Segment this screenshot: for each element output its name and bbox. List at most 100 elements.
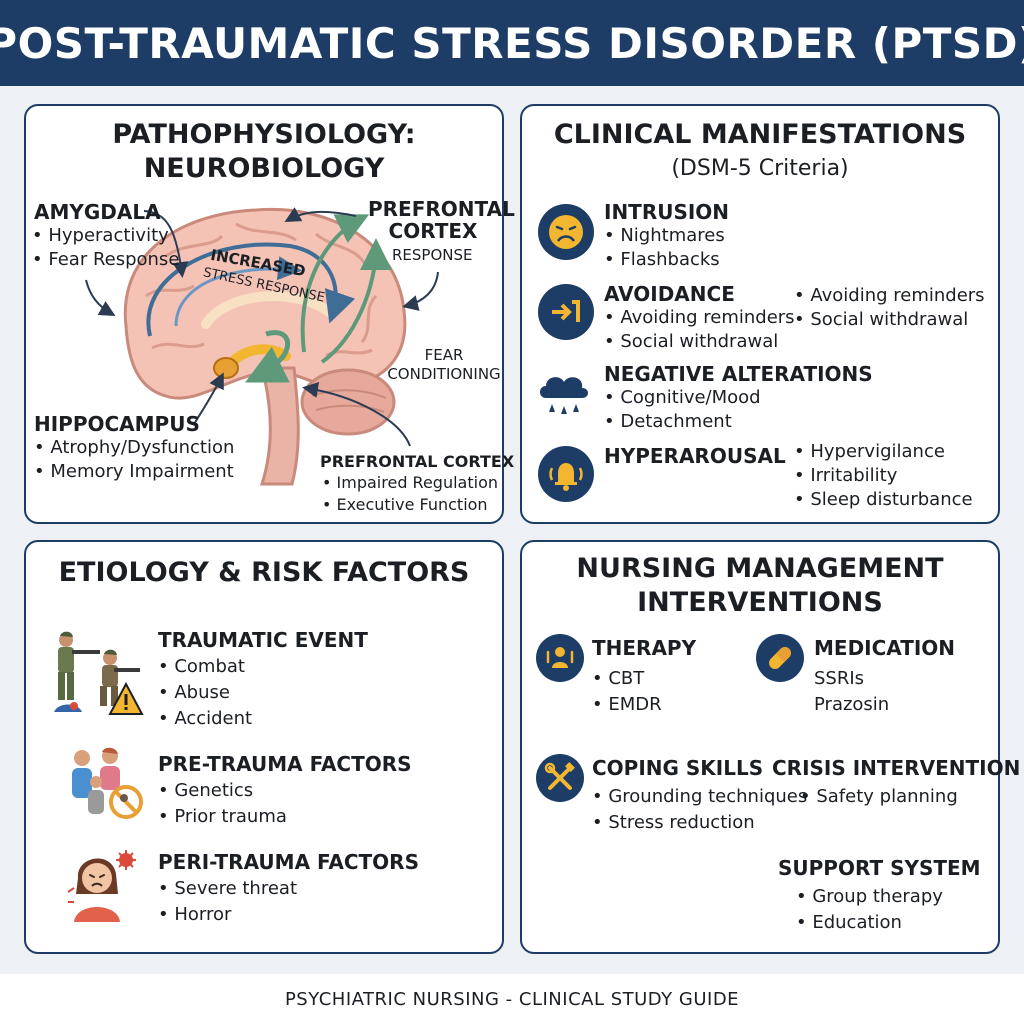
amygdala-label: AMYGDALA bbox=[34, 200, 161, 224]
list-item: Irritability bbox=[794, 464, 973, 488]
rain-cloud-icon bbox=[534, 368, 594, 424]
pathophysiology-title: PATHOPHYSIOLOGY: NEUROBIOLOGY bbox=[112, 119, 416, 184]
crisis-intervention-list: • Safety planning bbox=[800, 784, 958, 810]
therapy-label: THERAPY bbox=[592, 636, 697, 660]
avoidance-list: Avoiding reminders Social withdrawal bbox=[604, 306, 795, 354]
brainstem bbox=[259, 366, 300, 486]
traumatic-event-list: • Combat • Abuse • Accident bbox=[158, 654, 252, 732]
stress-response-arrow bbox=[146, 242, 356, 337]
cerebellum bbox=[300, 368, 396, 436]
intrusion-list: Nightmares Flashbacks bbox=[604, 224, 725, 272]
pfc-feedback-arrow bbox=[320, 238, 392, 364]
tools-icon bbox=[536, 754, 584, 802]
list-item: Hyperactivity bbox=[32, 224, 179, 248]
prefrontal-top-leader bbox=[284, 207, 357, 222]
alarm-bell-icon bbox=[538, 446, 594, 502]
list-item: • Abuse bbox=[158, 682, 230, 703]
list-item: Detachment bbox=[604, 410, 761, 434]
hyperarousal-label: HYPERAROUSAL bbox=[604, 444, 786, 468]
response-leader bbox=[402, 271, 439, 311]
family-genetics-icon bbox=[66, 746, 146, 826]
turn-away-arrow-icon bbox=[538, 284, 594, 340]
combat-soldiers-icon bbox=[48, 628, 148, 726]
therapy-list: • CBT • EMDR bbox=[592, 666, 662, 718]
hippocampus-list: Atrophy/Dysfunction Memory Impairment bbox=[34, 436, 234, 484]
list-item: • CBT bbox=[592, 668, 645, 689]
amygdala-list: Hyperactivity Fear Response bbox=[32, 224, 179, 272]
pre-trauma-list: • Genetics • Prior trauma bbox=[158, 778, 287, 830]
hyperarousal-list: Hypervigilance Irritability Sleep distur… bbox=[794, 440, 973, 512]
corpus-callosum bbox=[201, 291, 337, 329]
page-title: POST-TRAUMATIC STRESS DISORDER (PTSD) bbox=[0, 18, 1024, 68]
list-item: Memory Impairment bbox=[34, 460, 234, 484]
list-item: • Severe threat bbox=[158, 878, 298, 899]
therapy-person-icon bbox=[536, 634, 584, 682]
medication-label: MEDICATION bbox=[814, 636, 956, 660]
list-item: • Group therapy bbox=[796, 886, 943, 907]
list-item: • Safety planning bbox=[800, 786, 958, 807]
coping-skills-list: • Grounding techniques • Stress reductio… bbox=[592, 784, 807, 836]
title-banner: POST-TRAUMATIC STRESS DISORDER (PTSD) bbox=[0, 0, 1024, 86]
intrusion-label: INTRUSION bbox=[604, 200, 730, 224]
pfc-pathway-arrow bbox=[300, 214, 370, 353]
amygdala-structure bbox=[213, 357, 239, 379]
hippocampus-leader bbox=[193, 372, 224, 425]
avoidance-list-right: Avoiding reminders Social withdrawal bbox=[794, 284, 985, 332]
response-label: RESPONSE bbox=[392, 246, 473, 264]
list-item: • Stress reduction bbox=[592, 812, 755, 833]
list-item: Sleep disturbance bbox=[794, 488, 972, 512]
list-item: Avoiding reminders bbox=[794, 284, 984, 308]
etiology-panel: ETIOLOGY & RISK FACTORS TRAUMATIC EVENT … bbox=[24, 540, 504, 954]
medication-list: SSRIs Prazosin bbox=[814, 666, 889, 718]
hippocampus-label: HIPPOCAMPUS bbox=[34, 412, 200, 436]
list-item: Fear Response bbox=[32, 248, 179, 272]
list-item: • Genetics bbox=[158, 780, 254, 801]
distressed-person-icon bbox=[66, 848, 146, 928]
footer: PSYCHIATRIC NURSING - CLINICAL STUDY GUI… bbox=[0, 974, 1024, 1024]
list-item: Social withdrawal bbox=[604, 330, 795, 354]
list-item: • EMDR bbox=[592, 694, 662, 715]
list-item: Cognitive/Mood bbox=[604, 386, 760, 410]
list-item: Hypervigilance bbox=[794, 440, 973, 464]
peri-trauma-label: PERI-TRAUMA FACTORS bbox=[158, 850, 419, 874]
list-item: Executive Function bbox=[322, 494, 498, 516]
list-item: Atrophy/Dysfunction bbox=[34, 436, 234, 460]
list-item: Nightmares bbox=[604, 224, 724, 248]
increased-arrow bbox=[174, 256, 302, 327]
avoidance-label: AVOIDANCE bbox=[604, 282, 735, 306]
peri-trauma-list: • Severe threat • Horror bbox=[158, 876, 297, 928]
etiology-title: ETIOLOGY & RISK FACTORS bbox=[58, 557, 470, 588]
list-item: Social withdrawal bbox=[794, 308, 985, 332]
prefrontal-bottom-label: PREFRONTAL CORTEX bbox=[320, 452, 515, 471]
clinical-manifestations-panel: CLINICAL MANIFESTATIONS (DSM-5 Criteria)… bbox=[520, 104, 1000, 524]
footer-text: PSYCHIATRIC NURSING - CLINICAL STUDY GUI… bbox=[284, 988, 740, 1010]
fear-conditioning-label: FEAR CONDITIONING bbox=[387, 346, 501, 383]
list-item: • Combat bbox=[158, 656, 245, 677]
list-item: Avoiding reminders bbox=[604, 306, 794, 330]
list-item: Prazosin bbox=[814, 694, 890, 715]
pathophysiology-panel: PATHOPHYSIOLOGY: NEUROBIOLOGY bbox=[24, 104, 515, 524]
pre-trauma-label: PRE-TRAUMA FACTORS bbox=[158, 752, 412, 776]
list-item: Flashbacks bbox=[604, 248, 725, 272]
list-item: • Grounding techniques bbox=[592, 786, 808, 807]
clinical-subtitle: (DSM-5 Criteria) bbox=[671, 156, 849, 181]
negative-alterations-list: Cognitive/Mood Detachment bbox=[604, 386, 761, 434]
pill-capsule-icon bbox=[756, 634, 804, 682]
clinical-title: CLINICAL MANIFESTATIONS bbox=[553, 119, 967, 150]
list-item: • Horror bbox=[158, 904, 232, 925]
coping-skills-label: COPING SKILLS bbox=[592, 756, 764, 780]
support-system-list: • Group therapy • Education bbox=[796, 884, 943, 936]
prefrontal-bottom-leader bbox=[302, 382, 411, 447]
crisis-intervention-label: CRISIS INTERVENTION bbox=[772, 756, 1021, 780]
support-system-label: SUPPORT SYSTEM bbox=[778, 856, 981, 880]
amygdala-side-leader bbox=[85, 279, 116, 316]
list-item: • Prior trauma bbox=[158, 806, 287, 827]
list-item: • Accident bbox=[158, 708, 253, 729]
negative-alterations-label: NEGATIVE ALTERATIONS bbox=[604, 362, 873, 386]
fear-loop-arrow bbox=[245, 330, 290, 383]
brain-diagram bbox=[85, 207, 439, 486]
distressed-face-icon bbox=[538, 204, 594, 260]
list-item: • Education bbox=[796, 912, 902, 933]
prefrontal-bottom-list: Impaired Regulation Executive Function bbox=[322, 472, 498, 516]
nursing-title: NURSING MANAGEMENT INTERVENTIONS bbox=[576, 553, 944, 618]
